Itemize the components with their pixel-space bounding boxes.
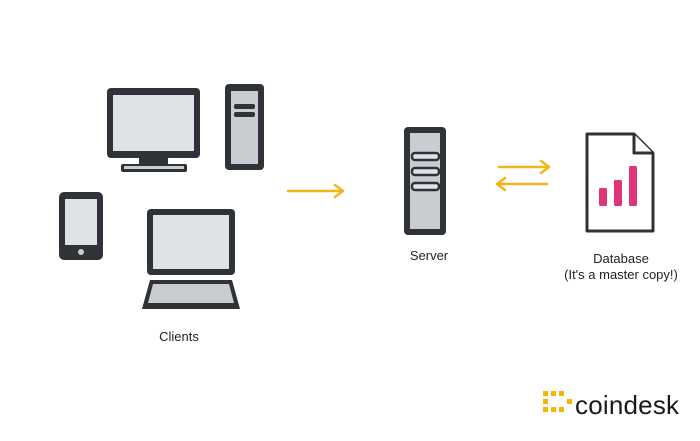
tower-pc-icon — [225, 84, 264, 170]
laptop-icon — [142, 209, 240, 309]
coindesk-wordmark: coindesk — [575, 390, 680, 420]
clients-label: Clients — [159, 329, 199, 344]
database-note: (It's a master copy!) — [564, 267, 678, 282]
server-label: Server — [409, 248, 449, 263]
desktop-monitor-icon — [107, 88, 200, 172]
clients-to-server-arrow — [286, 183, 345, 199]
smartphone-icon — [59, 192, 103, 260]
server-icon — [404, 127, 446, 235]
database-to-server-arrow — [495, 176, 549, 192]
coindesk-logo-icon — [543, 391, 572, 412]
database-label: Database — [593, 251, 649, 266]
database-document-icon — [585, 132, 655, 233]
server-to-database-arrow — [497, 159, 551, 175]
